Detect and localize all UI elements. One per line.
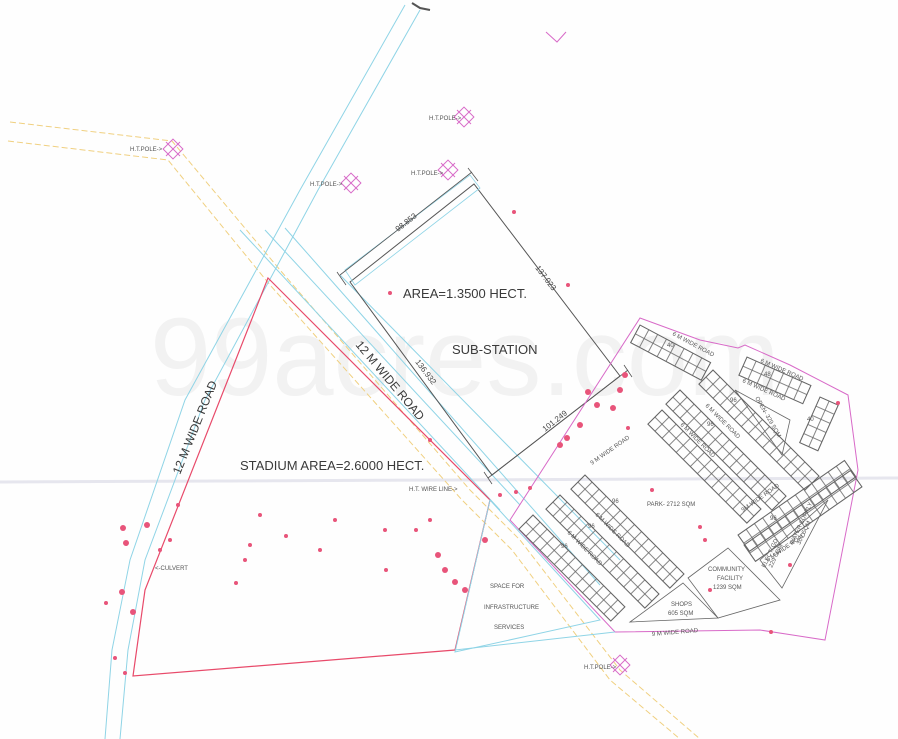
plot-count-c1: 96 — [730, 398, 737, 404]
infrastructure-boundary — [454, 498, 601, 653]
sub-station-plot — [336, 167, 633, 485]
residential-boundary — [509, 317, 859, 641]
shops-plot — [628, 582, 719, 623]
tree-markers — [104, 210, 840, 675]
ht-pole-4 — [437, 159, 459, 181]
sub-station-name: SUB-STATION — [452, 342, 537, 357]
ht-pole-2 — [340, 172, 362, 194]
sub-station-area: AREA=1.3500 HECT. — [403, 286, 527, 301]
shops-label-2: 605 SQM — [668, 611, 693, 617]
ht-pole-label-3: H.T.POLE-> — [429, 116, 462, 122]
south-road-edge — [454, 631, 616, 651]
ht-pole-3 — [453, 106, 475, 128]
ht-pole-label-2: H.T.POLE-> — [310, 182, 343, 188]
ht-pole-label-5: H.T.POLE-> — [584, 665, 617, 671]
plot-count-c2: 96 — [707, 422, 714, 428]
community-label-2: FACILITY — [717, 576, 743, 582]
plot-count-c6: 96 — [770, 516, 777, 522]
plot-count-c4: 96 — [588, 524, 595, 530]
infra-label-1: SPACE FOR — [490, 584, 525, 590]
plot-blocks — [518, 324, 863, 622]
plot-count-c5: 96 — [561, 544, 568, 550]
ht-pole-5 — [609, 654, 631, 676]
plot-count-a: 40 — [667, 343, 674, 349]
park-label: PARK- 2712 SQM — [647, 502, 695, 508]
infra-label-2: INFRASTRUCTURE — [484, 605, 539, 611]
open-space-plot — [734, 389, 791, 456]
community-label-1: COMMUNITY — [708, 567, 745, 573]
infra-label-3: SERVICES — [494, 625, 524, 631]
ht-pole-1 — [162, 138, 184, 160]
stadium-boundary — [132, 276, 491, 677]
culvert-label: <-CULVERT — [155, 566, 188, 572]
nine-m-road-south-label: 9 M WIDE ROAD — [652, 628, 699, 638]
nine-m-road-north-label: 9 M WIDE ROAD — [590, 435, 632, 467]
ht-pole-label-1: H.T.POLE-> — [130, 147, 163, 153]
elect-water-plot — [759, 499, 829, 589]
dim-right: 137.023 — [533, 264, 558, 293]
plot-count-d: 40 — [807, 417, 814, 423]
shops-label-1: SHOPS — [671, 602, 692, 608]
community-label-3: 1239 SQM — [713, 585, 742, 591]
plot-count-c3: 96 — [612, 499, 619, 505]
north-arrow-icon — [411, 2, 431, 11]
stadium-area-label: STADIUM AREA=2.6000 HECT. — [240, 458, 424, 473]
plot-count-b: 48 — [764, 372, 771, 378]
ht-wire-line-label: H.T. WIRE LINE-> — [409, 487, 458, 493]
community-facility-plot — [687, 547, 781, 619]
west-road — [104, 4, 421, 739]
north-mark-icon — [545, 31, 567, 43]
ht-pole-label-4: H.T.POLE-> — [411, 171, 444, 177]
ht-wire-corridor — [7, 121, 701, 739]
